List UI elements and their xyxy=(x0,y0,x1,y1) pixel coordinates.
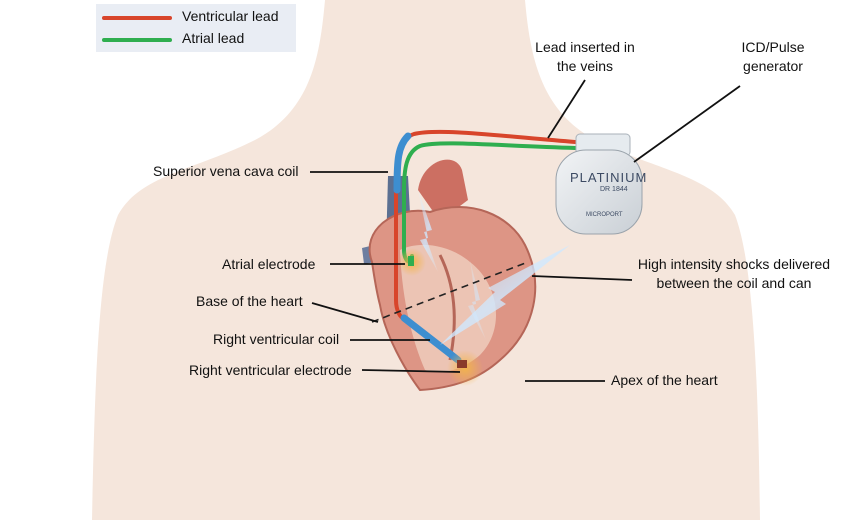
icd-device xyxy=(555,133,643,235)
svc-coil xyxy=(393,132,412,194)
device-maker: MICROPORT xyxy=(586,212,623,218)
label-apex-heart: Apex of the heart xyxy=(611,372,718,388)
atrial-electrode-tip xyxy=(408,256,414,266)
leader-lead-inserted xyxy=(547,79,586,139)
aorta-vessel xyxy=(418,159,468,215)
rv-coil xyxy=(400,314,462,364)
label-base-heart: Base of the heart xyxy=(196,293,303,309)
label-icd: ICD/Pulse generator xyxy=(728,38,818,76)
label-lead-inserted-line2: the veins xyxy=(556,58,614,74)
label-rv-electrode: Right ventricular electrode xyxy=(189,362,352,378)
label-shocks: High intensity shocks delivered between … xyxy=(628,255,840,293)
label-atrial-electrode: Atrial electrode xyxy=(222,256,316,272)
device-model: DR 1844 xyxy=(600,186,628,193)
label-icd-line2: generator xyxy=(743,58,803,74)
atrial-lead-swatch xyxy=(102,38,172,42)
label-rv-coil: Right ventricular coil xyxy=(213,331,340,347)
shock-bolt-right xyxy=(440,245,570,345)
legend-item-atrial: Atrial lead xyxy=(96,28,296,50)
label-shocks-line1: High intensity shocks delivered xyxy=(637,256,831,272)
leader-rv-electrode xyxy=(361,369,461,373)
base-dashed-line xyxy=(371,261,529,323)
icd-can xyxy=(555,149,643,235)
rv-electrode-tip xyxy=(457,360,467,368)
label-icd-line1: ICD/Pulse xyxy=(741,39,805,55)
label-svc-coil: Superior vena cava coil xyxy=(153,163,299,179)
legend-item-ventricular: Ventricular lead xyxy=(96,6,296,28)
leader-icd xyxy=(633,85,741,163)
label-lead-inserted: Lead inserted in the veins xyxy=(525,38,645,76)
legend-ventricular-label: Ventricular lead xyxy=(182,8,279,24)
shock-bolt-mid xyxy=(468,260,486,340)
leader-shocks xyxy=(531,275,633,281)
legend-atrial-label: Atrial lead xyxy=(182,30,245,46)
heart-septum xyxy=(438,254,456,361)
ventricular-lead-swatch xyxy=(102,16,172,20)
shock-bolt-upper xyxy=(418,190,438,272)
leader-lines xyxy=(310,79,741,382)
leader-base xyxy=(311,302,379,323)
device-brand: PLATINIUM xyxy=(570,170,648,185)
label-shocks-line2: between the coil and can xyxy=(656,275,812,291)
legend: Ventricular lead Atrial lead xyxy=(96,4,296,52)
label-lead-inserted-line1: Lead inserted in xyxy=(535,39,635,55)
